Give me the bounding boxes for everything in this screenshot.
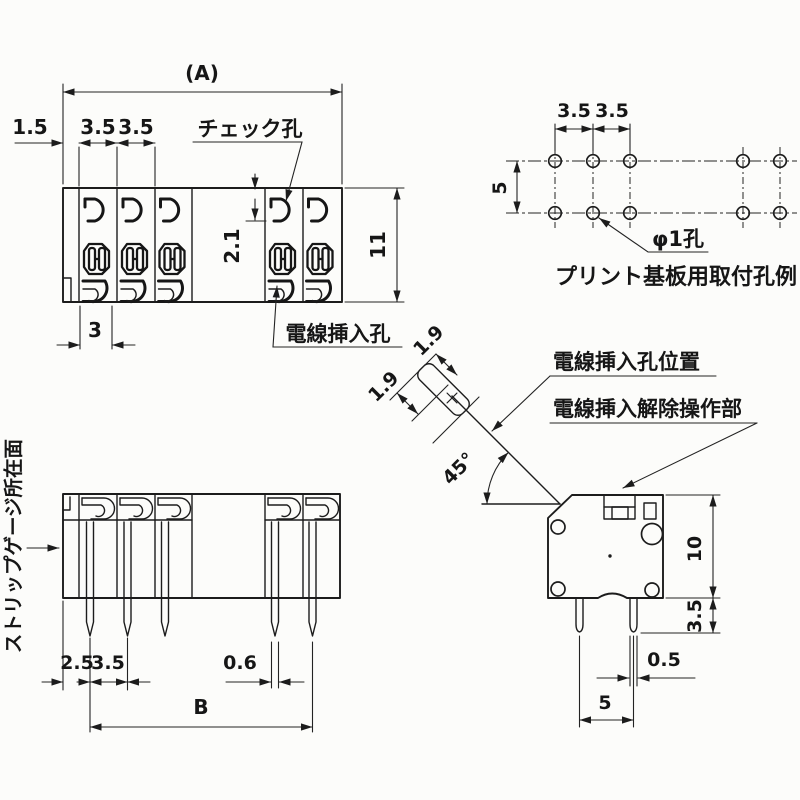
row-centerlines <box>506 160 797 214</box>
wire-entry-detail: 45° 1.9 1.9 電線挿入孔位置 電線挿入解除操作部 <box>364 321 758 505</box>
dim-front-pin-width: 0.6 <box>223 652 257 674</box>
strip-gauge-hook <box>305 497 340 520</box>
column-centerlines <box>554 147 781 228</box>
front-view: ストリップゲージ所在面 2.5 3.5 0.6 B <box>2 439 341 733</box>
label-wire-release-part: 電線挿入解除操作部 <box>553 397 742 421</box>
dim-row-spacing: 5 <box>489 181 511 194</box>
dim-span-B: B <box>193 695 208 719</box>
front-divider-lines <box>78 493 304 599</box>
front-pin <box>160 597 170 637</box>
label-wire-hole-position: 電線挿入孔位置 <box>553 350 700 374</box>
pcb-view-title: プリント基板用取付孔例 <box>555 265 797 290</box>
terminal-unit <box>119 197 149 304</box>
dim-pin-edge-offset: 2.5 <box>60 652 94 674</box>
strip-gauge-hook <box>157 497 192 520</box>
top-view-body <box>62 187 343 303</box>
side-slot-feature <box>643 502 657 520</box>
dim-hole-pitch-b: 3.5 <box>595 100 629 122</box>
body-step-notch <box>62 277 72 303</box>
slot-center-mark <box>446 392 458 404</box>
front-pin <box>308 597 317 637</box>
terminal-unit <box>305 197 334 304</box>
dim-pin-spacing: 5 <box>598 692 611 714</box>
side-pin-1 <box>575 597 584 633</box>
internal-pin-lines <box>85 521 317 599</box>
label-wire-insertion-hole: 電線挿入孔 <box>286 322 391 346</box>
terminal-unit <box>267 197 297 304</box>
dim-side-pin-width: 0.5 <box>647 649 681 671</box>
45deg-axis-line <box>451 395 561 505</box>
dim-angle: 45° <box>438 448 479 489</box>
front-pin <box>85 597 95 637</box>
dim-slot-b: 1.9 <box>364 367 403 406</box>
strip-gauge-hook <box>119 497 154 520</box>
side-pin-2 <box>629 597 638 633</box>
dim-front-pin-pitch: 3.5 <box>91 652 125 674</box>
side-view: 10 3.5 0.5 5 <box>547 494 721 728</box>
dim-edge-offset: 1.5 <box>12 115 47 139</box>
front-pin <box>270 597 280 637</box>
side-view-body <box>547 494 664 599</box>
terminal-unit <box>157 197 186 304</box>
angle-arc <box>483 451 509 505</box>
dim-overall-width: (A) <box>185 61 219 85</box>
strip-gauge-hook <box>81 497 116 520</box>
top-plan-view: (A) 1.5 3.5 3.5 2.1 11 3 チェック孔 電線挿入孔 <box>12 61 405 350</box>
terminal-unit <box>81 197 111 304</box>
unit-divider-lines <box>78 187 304 303</box>
dim-check-offset: 2.1 <box>220 228 244 263</box>
center-point-mark <box>608 554 612 558</box>
dim-slot-a: 1.9 <box>409 321 448 360</box>
dim-pitch-b: 3.5 <box>118 115 153 139</box>
pcb-hole-pattern-view: 5 3.5 3.5 φ1孔 プリント基板用取付孔例 <box>489 100 797 290</box>
dim-unit-width: 3 <box>88 318 102 342</box>
strip-gauge-hook <box>267 497 302 520</box>
label-hole-diameter: φ1孔 <box>652 227 704 251</box>
front-pin <box>123 597 132 637</box>
label-strip-gauge-surface: ストリップゲージ所在面 <box>2 439 25 653</box>
dim-pin-length: 3.5 <box>684 599 706 633</box>
dim-hole-pitch-a: 3.5 <box>557 100 591 122</box>
dim-body-height: 11 <box>366 231 390 259</box>
front-view-body <box>62 493 341 599</box>
label-check-hole: チェック孔 <box>198 117 303 141</box>
dim-side-body-height: 10 <box>684 536 706 562</box>
dim-pitch-a: 3.5 <box>80 115 115 139</box>
